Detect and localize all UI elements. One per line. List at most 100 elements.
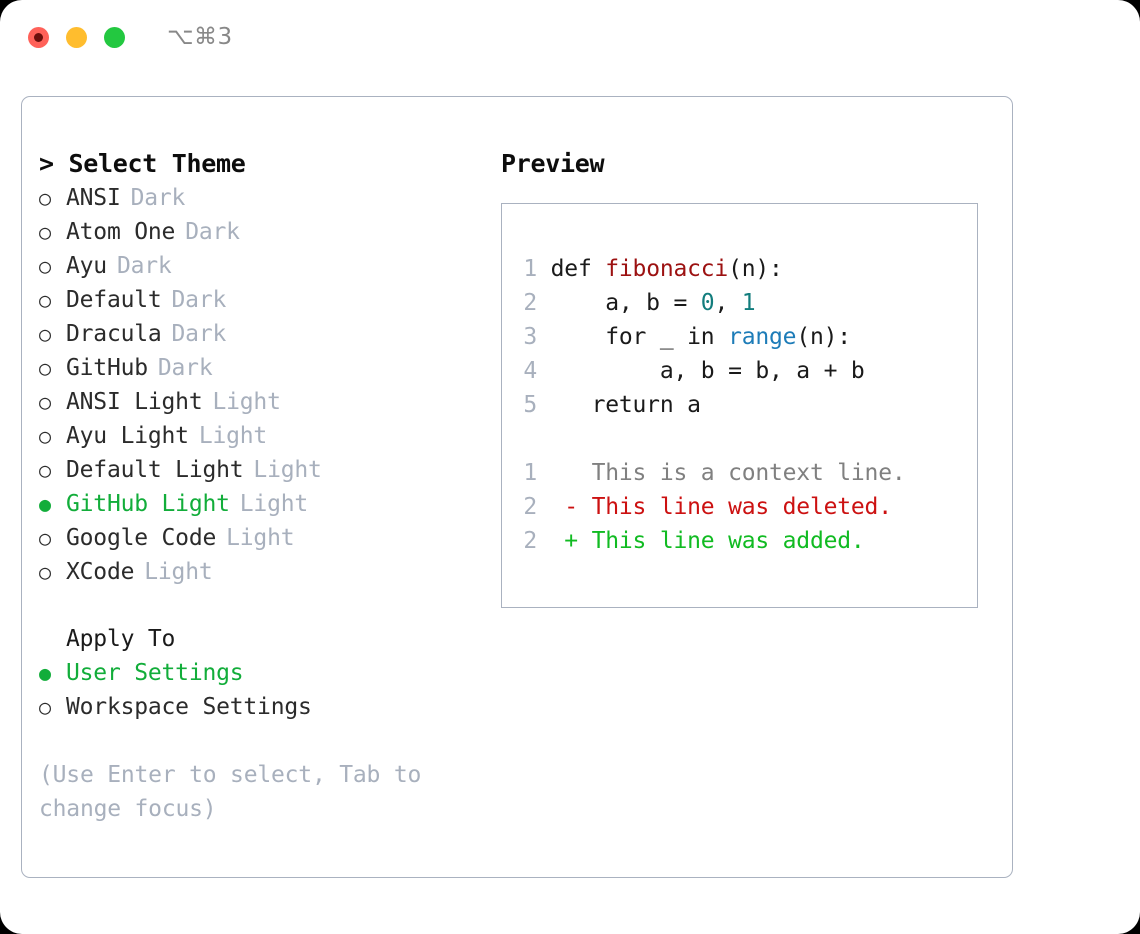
close-button-icon[interactable] xyxy=(28,27,49,48)
code-token: 0 xyxy=(700,290,715,316)
preview-title: Preview xyxy=(501,149,605,178)
diff-text: This line was deleted. xyxy=(577,494,892,520)
line-number: 2 xyxy=(523,528,537,554)
line-number: 2 xyxy=(523,494,537,520)
theme-name: Default xyxy=(66,287,162,313)
code-token: range xyxy=(728,324,797,350)
line-number: 3 xyxy=(523,324,537,350)
code-blank-line xyxy=(523,422,906,456)
code-token: , xyxy=(714,290,742,316)
code-gutter-space xyxy=(537,358,551,384)
theme-variant-badge: Dark xyxy=(171,321,227,347)
diff-sign: - xyxy=(564,494,578,520)
theme-variant-badge: Light xyxy=(253,457,322,483)
diff-sign xyxy=(564,460,578,486)
code-line: 1 def fibonacci(n): xyxy=(523,252,906,286)
radio-unselected-icon: ○ xyxy=(39,254,51,278)
diff-gutter-space xyxy=(537,494,564,520)
theme-variant-badge: Dark xyxy=(157,355,213,381)
code-token: def xyxy=(550,256,606,282)
diff-line: 1 This is a context line. xyxy=(523,456,905,490)
theme-picker-header: > Select Theme xyxy=(39,149,246,178)
apply-to-section: Apply To ●User Settings○Workspace Settin… xyxy=(39,622,489,724)
theme-name: XCode xyxy=(66,559,135,585)
theme-name: Atom One xyxy=(66,219,176,245)
diff-text: This line was added. xyxy=(577,528,865,554)
code-token: (n): xyxy=(796,324,851,350)
theme-name: Default Light xyxy=(66,457,244,483)
title-bar: ⌥⌘3 xyxy=(0,0,1140,78)
theme-list-item[interactable]: ○ Dracula Dark xyxy=(39,317,489,351)
theme-variant-badge: Light xyxy=(239,491,309,517)
radio-unselected-icon: ○ xyxy=(39,458,51,482)
theme-name: Google Code xyxy=(66,525,217,551)
theme-variant-badge: Dark xyxy=(185,219,240,245)
window-title: ⌥⌘3 xyxy=(167,24,233,50)
maximize-button-icon[interactable] xyxy=(104,27,125,48)
code-token: (n): xyxy=(728,256,783,282)
radio-unselected-icon: ○ xyxy=(39,322,51,346)
code-token: for _ in xyxy=(550,324,729,350)
diff-line: 2 - This line was deleted. xyxy=(523,490,906,524)
radio-unselected-icon: ○ xyxy=(39,186,51,210)
theme-list-item[interactable]: ○ Atom One Dark xyxy=(39,215,489,249)
code-gutter-space xyxy=(537,392,551,418)
radio-selected-icon: ● xyxy=(39,492,51,516)
line-number: 1 xyxy=(523,460,537,486)
theme-list-item[interactable]: ○ XCode Light xyxy=(39,555,489,589)
theme-list-item[interactable]: ○ Default Light Light xyxy=(39,453,489,487)
theme-name: Ayu xyxy=(66,253,107,279)
code-gutter-space xyxy=(537,290,551,316)
theme-variant-badge: Dark xyxy=(130,185,186,211)
theme-variant-badge: Light xyxy=(144,559,213,585)
radio-unselected-icon: ○ xyxy=(39,356,51,380)
code-gutter-space xyxy=(537,324,551,350)
line-number: 5 xyxy=(523,392,537,418)
apply-to-header: Apply To xyxy=(66,626,176,652)
keyboard-hint: (Use Enter to select, Tab to change focu… xyxy=(39,762,422,822)
code-gutter-space xyxy=(537,256,551,282)
theme-list-item[interactable]: ○ GitHub Dark xyxy=(39,351,489,385)
theme-variant-badge: Dark xyxy=(116,253,172,279)
theme-name: Dracula xyxy=(66,321,162,347)
theme-name: GitHub xyxy=(66,355,148,381)
radio-unselected-icon: ○ xyxy=(39,424,51,448)
code-token: a, b = b, a + b xyxy=(550,358,865,384)
apply-to-list: ●User Settings○Workspace Settings xyxy=(39,656,489,724)
theme-list-item[interactable]: ○ Ayu Dark xyxy=(39,249,489,283)
radio-unselected-icon: ○ xyxy=(39,390,51,414)
diff-sign: + xyxy=(564,528,578,554)
code-token: fibonacci xyxy=(605,256,729,282)
apply-to-item[interactable]: ●User Settings xyxy=(39,656,489,690)
code-line: 5 return a xyxy=(523,388,906,422)
minimize-button-icon[interactable] xyxy=(66,27,87,48)
line-number: 1 xyxy=(523,256,537,282)
theme-name: Ayu Light xyxy=(66,423,189,449)
code-line: 3 for _ in range(n): xyxy=(523,320,906,354)
apply-to-item[interactable]: ○Workspace Settings xyxy=(39,690,489,724)
traffic-lights xyxy=(28,27,125,48)
diff-line: 2 + This line was added. xyxy=(523,524,906,558)
preview-column: Preview 1 def fibonacci(n):2 a, b = 0, 1… xyxy=(501,147,1001,608)
apply-to-label: Workspace Settings xyxy=(66,694,312,720)
radio-unselected-icon: ○ xyxy=(39,220,51,244)
diff-gutter-space xyxy=(537,460,564,486)
theme-name: ANSI Light xyxy=(66,389,203,415)
line-number: 2 xyxy=(523,290,537,316)
radio-unselected-icon: ○ xyxy=(39,288,51,312)
code-token: return a xyxy=(550,392,701,418)
diff-gutter-space xyxy=(537,528,564,554)
radio-unselected-icon: ○ xyxy=(39,560,51,584)
